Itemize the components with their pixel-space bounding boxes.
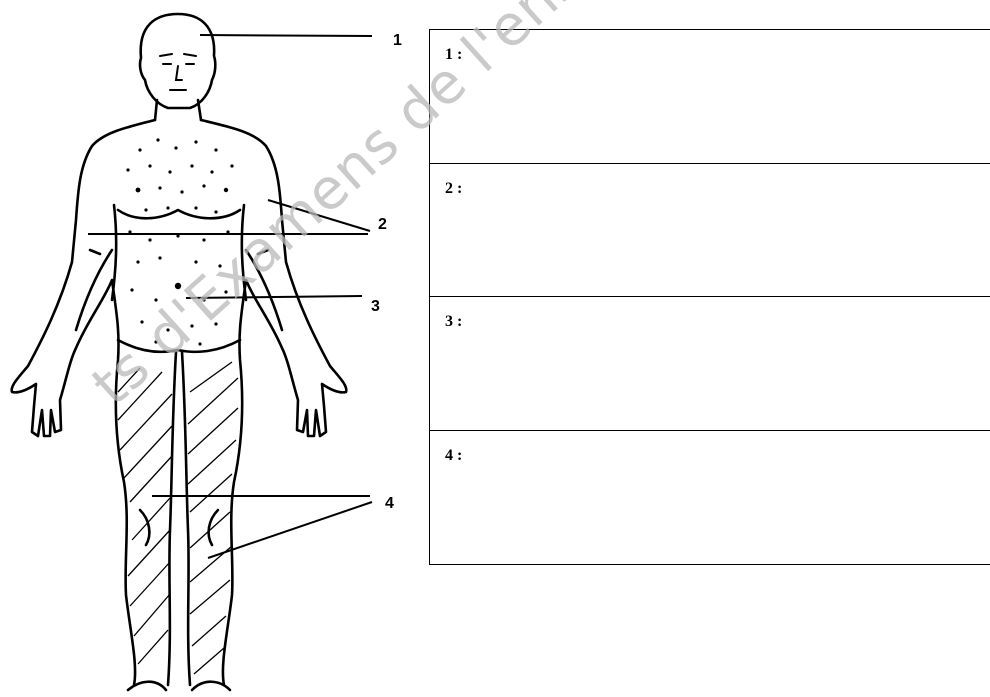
leader-1 [200,35,372,36]
callout-2: 2 [378,216,387,234]
callout-3: 3 [371,298,380,316]
nose [176,66,182,80]
chest-line [118,210,240,218]
inner-leg-left [168,352,176,685]
knee-left [140,510,149,545]
answer-row-2[interactable]: 2 : [430,163,990,296]
answer-row-4[interactable]: 4 : [430,430,990,565]
callout-1: 1 [393,32,402,50]
answer-row-3[interactable]: 3 : [430,296,990,429]
inner-leg-right [182,352,190,685]
answer-table: 1 : 2 : 3 : 4 : [429,29,990,565]
leg-hatching [118,362,238,674]
answer-label-3: 3 : [445,313,462,331]
head-outline [140,14,215,108]
answer-label-4: 4 : [445,447,462,465]
elbow-left [90,250,100,254]
answer-label-2: 2 : [445,180,462,198]
callout-4: 4 [385,495,394,513]
torso-left [112,205,116,300]
right-eyebrow [184,54,196,56]
neck-outline [155,100,201,120]
left-eyebrow [160,54,172,56]
